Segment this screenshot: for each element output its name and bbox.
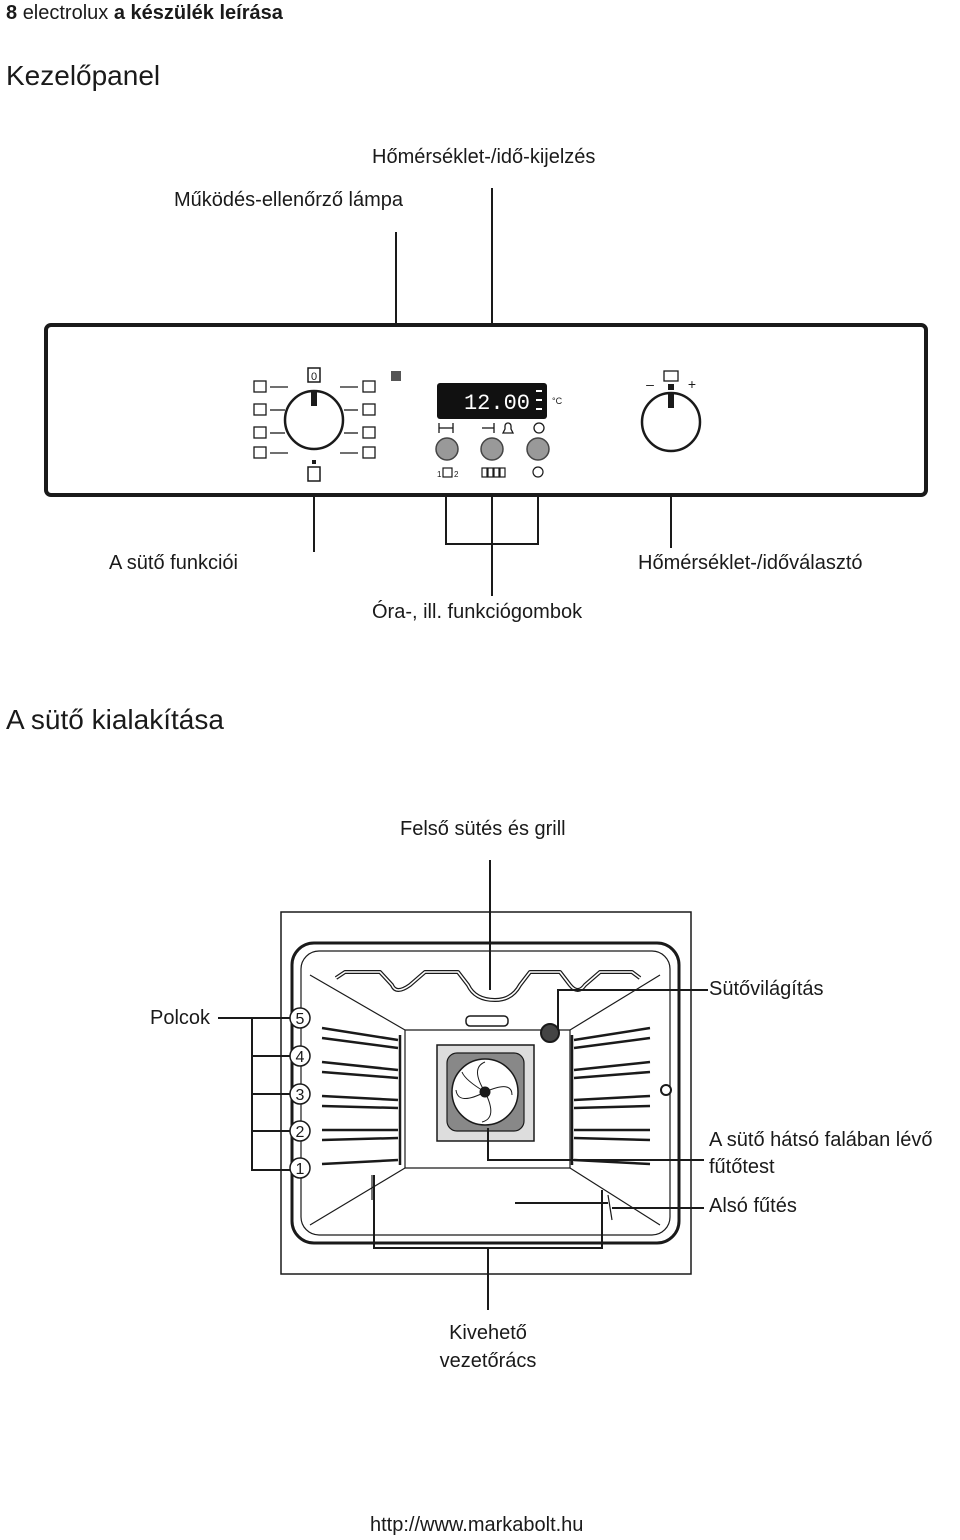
- label-shelves: Polcok: [150, 1007, 211, 1029]
- temp-time-display: [437, 383, 547, 419]
- shelf-number-4: 4: [296, 1049, 305, 1066]
- defrost-icon: [253, 403, 267, 416]
- pizza-icon: [253, 446, 267, 459]
- display-unit: °C: [552, 396, 563, 406]
- leader-oven-light: [557, 989, 708, 1030]
- fan-grill-icon: [253, 380, 267, 393]
- display-bars: [536, 390, 542, 410]
- label-indicator-lamp: Működés-ellenőrző lámpa: [174, 189, 404, 211]
- indicator-lamp: [391, 371, 401, 381]
- grill-connector: [465, 1015, 509, 1027]
- bottom-heat-icon: [253, 426, 267, 439]
- label-rear-heater-line1: A sütő hátsó falában lévő: [709, 1129, 933, 1151]
- label-temp-time-selector: Hőmérséklet-/időválasztó: [638, 552, 863, 574]
- oven-light-icon: [540, 1023, 560, 1043]
- conventional-icon: [362, 426, 376, 439]
- knob-zero-mark: 0: [311, 371, 317, 383]
- shelf-number-2: 2: [296, 1124, 305, 1141]
- temp-time-selector-knob: – +: [640, 370, 702, 453]
- rack-left: [321, 1026, 402, 1166]
- oven-leaders: [218, 860, 708, 1310]
- shelf-number-1: 1: [296, 1161, 305, 1178]
- shelf-number-5: 5: [296, 1011, 305, 1028]
- label-oven-functions: A sütő funkciói: [109, 552, 238, 574]
- shelf-numbers: 5 4 3 2 1: [289, 1007, 311, 1179]
- label-rear-heater-line2: fűtőtest: [709, 1156, 775, 1178]
- leader-rear-heater: [487, 1128, 704, 1161]
- shelf-number-3: 3: [296, 1087, 305, 1104]
- button-labels-row: [442, 466, 544, 478]
- label-removable-rack-line2: vezetőrács: [439, 1350, 537, 1372]
- button-end-time[interactable]: [480, 437, 504, 461]
- page-number: 8: [6, 2, 18, 24]
- brand-name: electrolux: [22, 2, 109, 24]
- rack-pin-right: [660, 1084, 672, 1096]
- section-title: a készülék leírása: [113, 2, 283, 24]
- label-temp-time-display: Hőmérséklet-/idő-kijelzés: [372, 146, 596, 168]
- function-icons-right: [340, 380, 376, 459]
- function-knob: 0: [283, 367, 345, 482]
- footer-url: http://www.markabolt.hu: [370, 1514, 584, 1536]
- light-icon: [362, 380, 376, 393]
- label-clock-buttons: Óra-, ill. funkciógombok: [372, 601, 583, 623]
- plus-mark: +: [688, 376, 696, 392]
- double-grill-icon: [362, 446, 376, 459]
- control-panel-diagram: 0 12.00 °C: [44, 188, 928, 596]
- oven-layout-title: A sütő kialakítása: [6, 704, 224, 735]
- grill-icon: [362, 403, 376, 416]
- label-oven-light: Sütővilágítás: [709, 978, 824, 1000]
- label-bottom-heat: Alsó fűtés: [709, 1195, 797, 1217]
- oven-layout-diagram: 5 4 3 2 1: [218, 860, 708, 1310]
- label-top-heat-grill: Felső sütés és grill: [400, 818, 566, 840]
- control-panel-title: Kezelőpanel: [6, 60, 161, 91]
- display-time: 12.00: [464, 391, 530, 416]
- minus-mark: –: [646, 376, 654, 392]
- label-removable-rack-line1: Kivehető: [449, 1322, 527, 1344]
- page-header: 8 electrolux a készülék leírása: [6, 2, 283, 25]
- clock-button-icons: [438, 422, 545, 434]
- rack-right: [570, 1026, 651, 1166]
- function-icons-left: [253, 380, 288, 459]
- button-duration[interactable]: [435, 437, 459, 461]
- button-mark-2: 2: [454, 470, 459, 479]
- button-mark-1: 1: [437, 470, 442, 479]
- button-timer[interactable]: [526, 437, 550, 461]
